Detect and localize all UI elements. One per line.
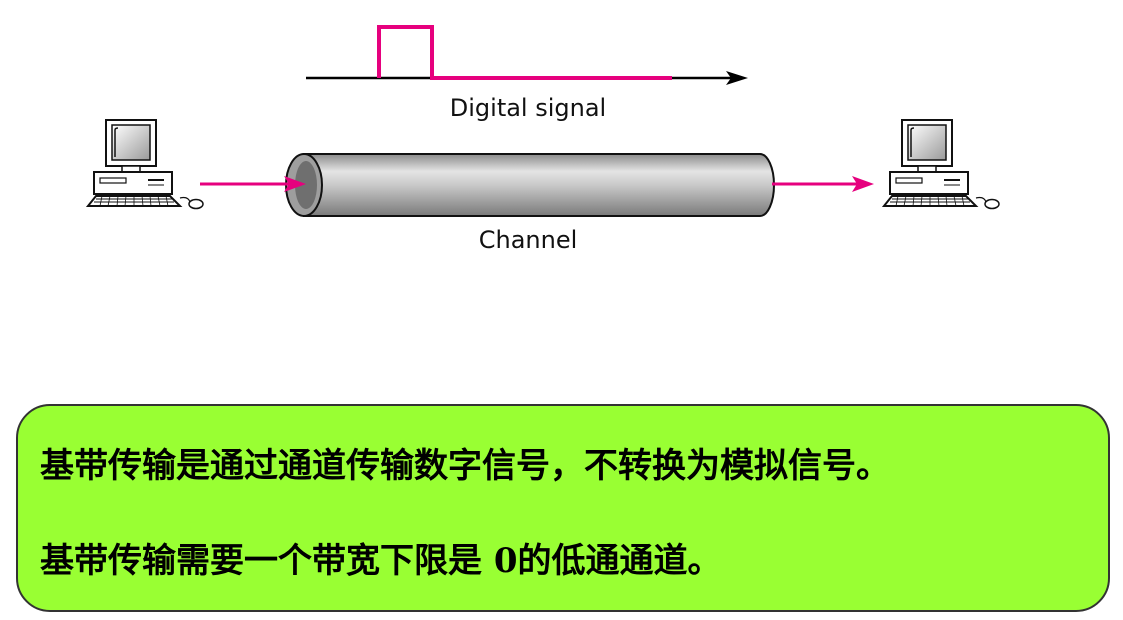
channel-pipe [285, 153, 775, 217]
receiver-computer-icon [883, 119, 1000, 210]
pulse-waveform [377, 25, 672, 80]
note-line-baseband-definition: 基带传输是通过通道传输数字信号，不转换为模拟信号。 [40, 446, 890, 486]
note-line-lowpass-requirement: 基带传输需要一个带宽下限是 0的低通通道。 [40, 541, 722, 581]
input-arrow [200, 176, 306, 192]
baseband-transmission-diagram: Digital signal Channel [87, 25, 1000, 254]
output-arrow [772, 176, 874, 192]
digital-signal [306, 25, 748, 85]
sender-computer-icon [87, 119, 204, 210]
channel-label: Channel [479, 226, 578, 254]
note-box: 基带传输是通过通道传输数字信号，不转换为模拟信号。 基带传输需要一个带宽下限是 … [16, 404, 1110, 612]
digital-signal-label: Digital signal [450, 94, 606, 122]
time-axis-arrowhead [726, 71, 748, 85]
